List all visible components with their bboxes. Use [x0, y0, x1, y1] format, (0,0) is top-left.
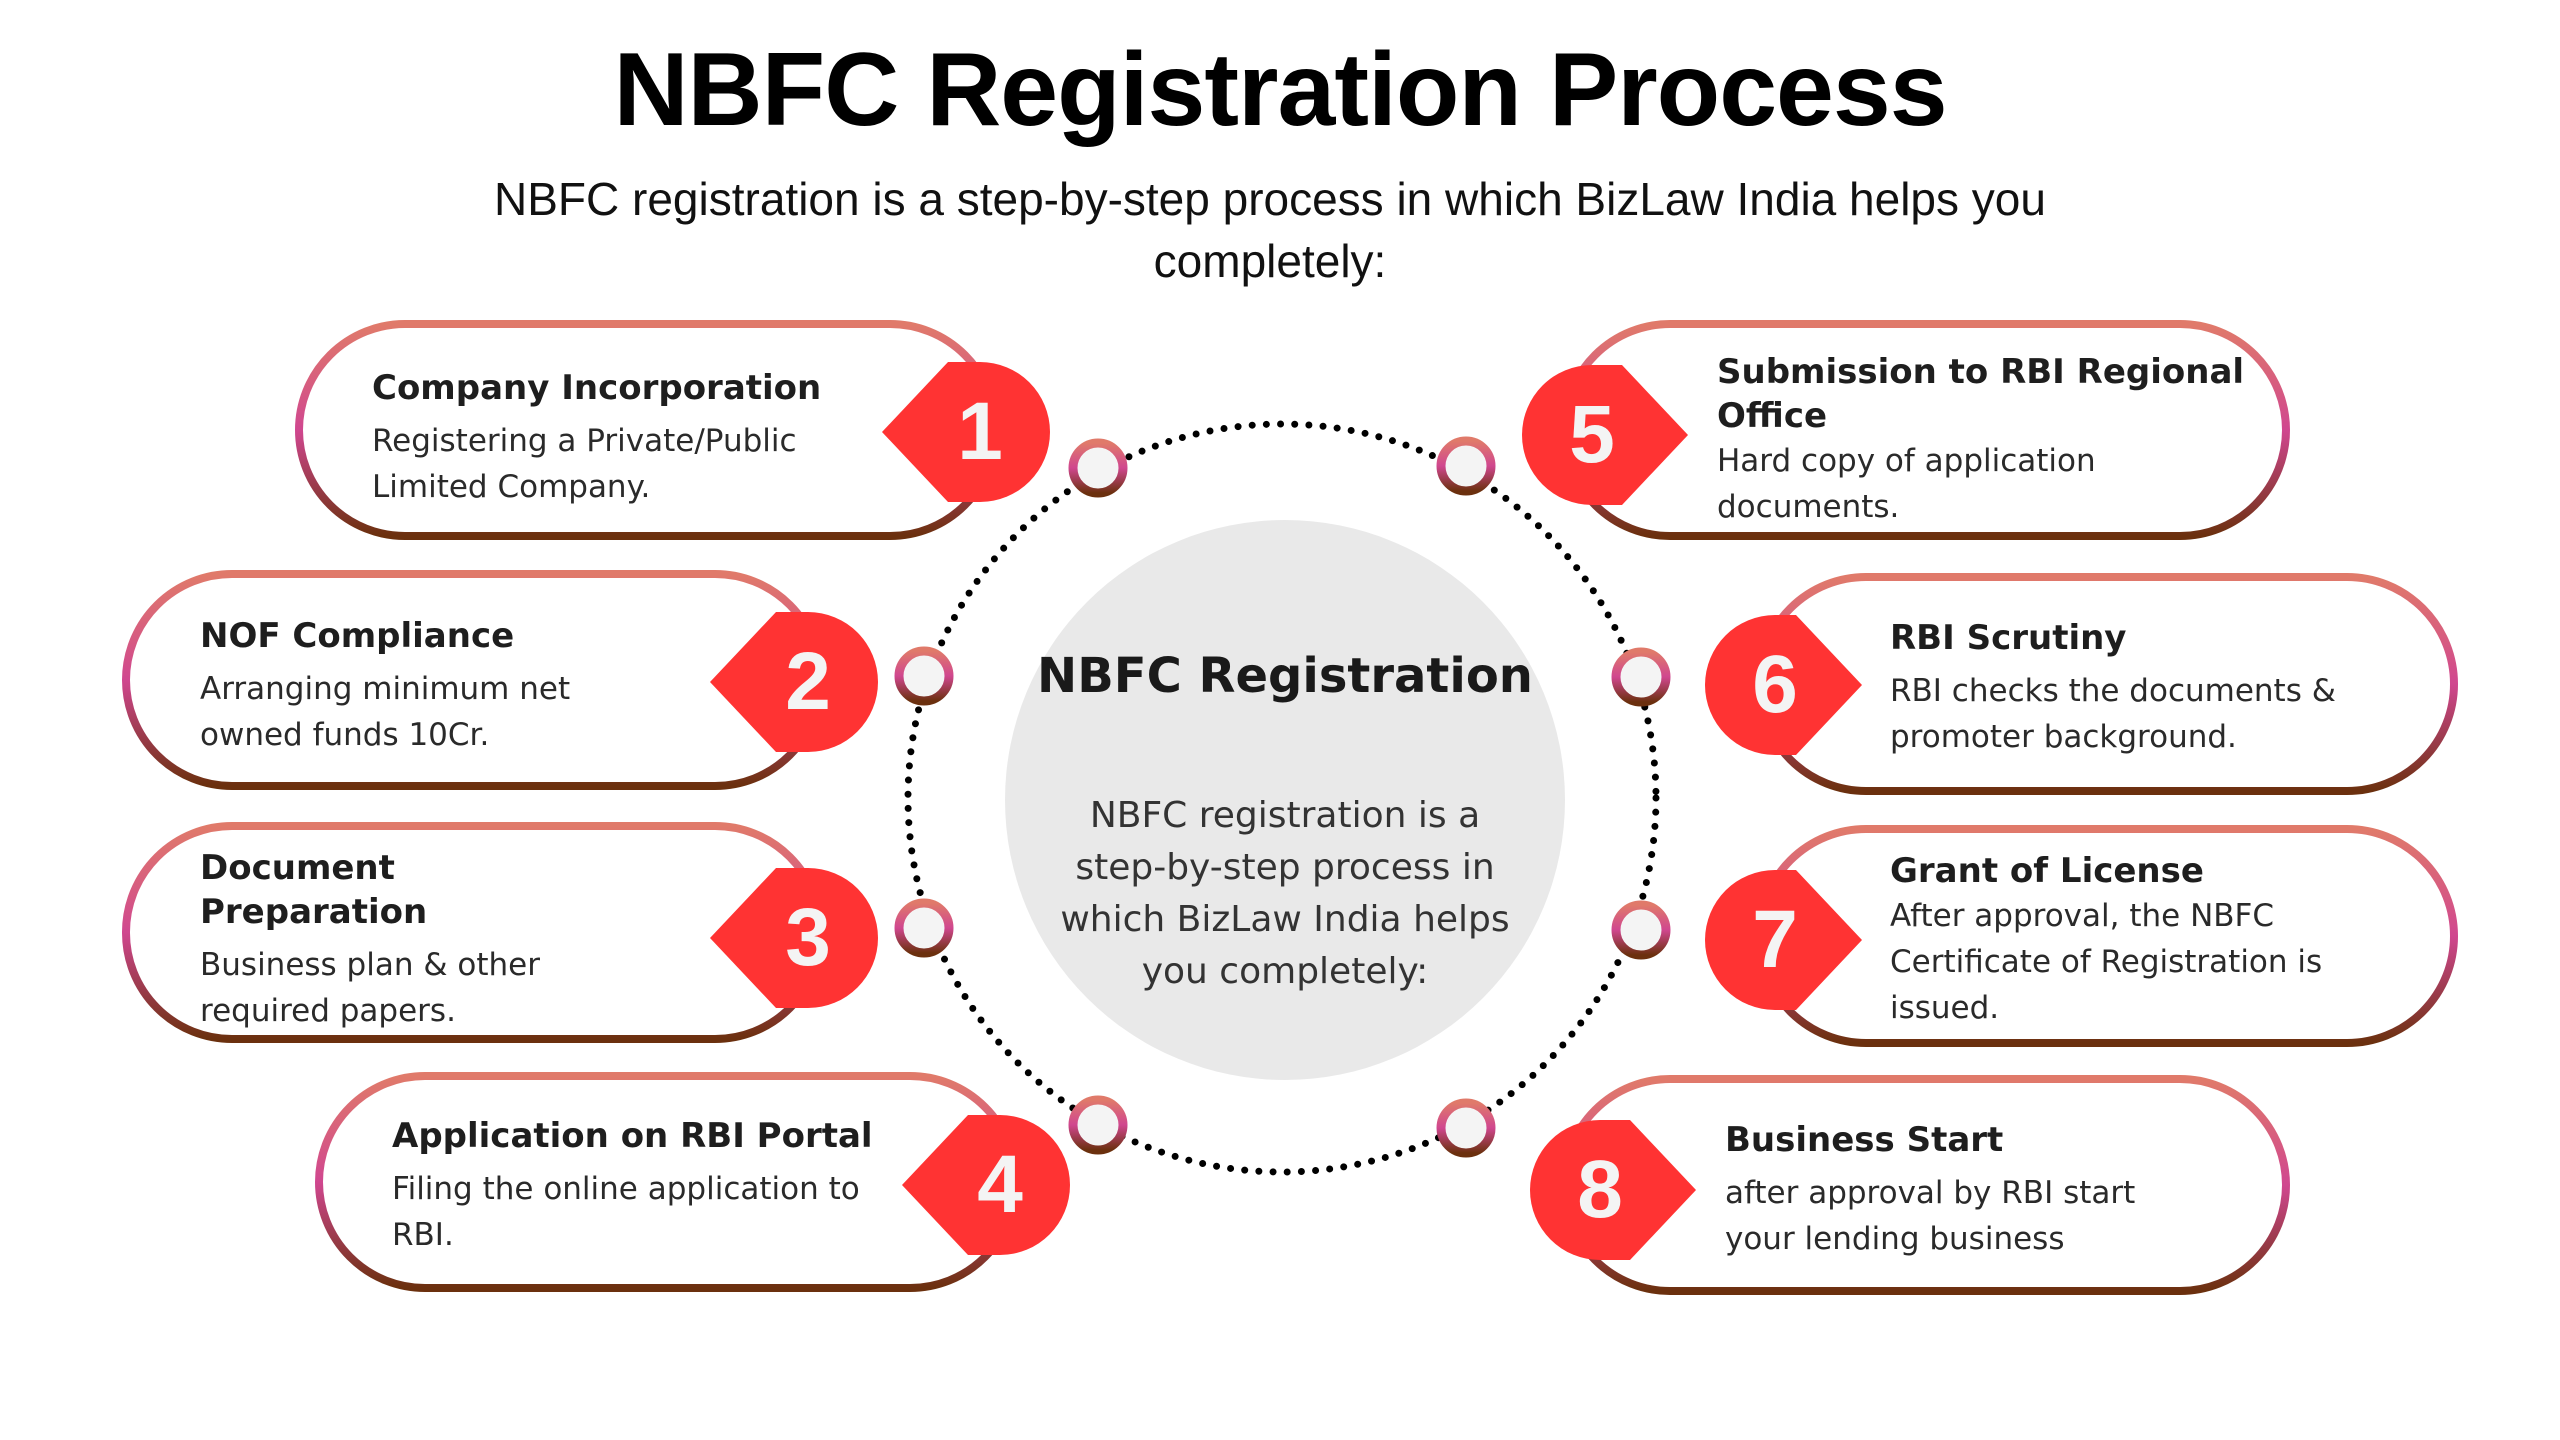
ring-node-2 — [894, 646, 954, 706]
page-title: NBFC Registration Process — [613, 32, 1947, 148]
step-title: RBI Scrutiny — [1890, 618, 2127, 658]
badge-shape-5 — [1522, 365, 1688, 505]
step-card-1: Company Incorporation Registering a Priv… — [372, 328, 862, 548]
step-title: Company Incorporation — [372, 368, 822, 408]
step-title: Grant of License — [1890, 851, 2204, 891]
step-description: Arranging minimum net owned funds 10Cr. — [200, 671, 571, 753]
step-card-8: Business Start after approval by RBI sta… — [1725, 1080, 2205, 1300]
step-card-7: Grant of License After approval, the NBF… — [1890, 830, 2410, 1050]
ring-node-1 — [1068, 438, 1128, 498]
step-number-8: 8 — [1577, 1144, 1623, 1235]
step-description: Filing the online application to RBI. — [392, 1171, 860, 1253]
step-description: after approval by RBI start your lending… — [1725, 1175, 2136, 1257]
step-description: Hard copy of application documents. — [1717, 443, 2096, 525]
step-card-6: RBI Scrutiny RBI checks the documents & … — [1890, 578, 2410, 798]
step-number-3: 3 — [785, 892, 831, 983]
step-number-4: 4 — [977, 1139, 1023, 1230]
badge-shape-7 — [1705, 870, 1862, 1010]
ring-node-8 — [1436, 1098, 1496, 1158]
step-title: Application on RBI Portal — [392, 1116, 873, 1156]
step-description: Business plan & other required papers. — [200, 947, 540, 1029]
step-number-2: 2 — [785, 636, 831, 727]
badge-shape-8 — [1530, 1120, 1696, 1260]
ring-node-5 — [1436, 436, 1496, 496]
ring-node-4 — [1068, 1095, 1128, 1155]
step-card-4: Application on RBI Portal Filing the onl… — [392, 1076, 892, 1296]
step-number-6: 6 — [1752, 639, 1798, 730]
step-number-5: 5 — [1569, 389, 1615, 480]
dotted-ring — [904, 420, 1660, 1176]
step-card-5: Submission to RBI Regional Office Hard c… — [1717, 330, 2257, 550]
badge-shape-1 — [882, 362, 1050, 502]
ring-node-7 — [1611, 900, 1671, 960]
step-title: NOF Compliance — [200, 616, 515, 656]
step-number-7: 7 — [1752, 894, 1798, 985]
badge-shape-2 — [710, 612, 878, 752]
ring-nodes — [894, 436, 1671, 1158]
step-number-1: 1 — [957, 386, 1003, 477]
center-circle — [1005, 520, 1565, 1080]
ring-node-6 — [1611, 647, 1671, 707]
center-title: NBFC Registration — [1037, 648, 1533, 704]
badge-shape-6 — [1705, 615, 1862, 755]
ring-node-3 — [894, 898, 954, 958]
step-title: Document Preparation — [200, 848, 428, 932]
step-description: Registering a Private/Public Limited Com… — [372, 423, 797, 505]
center-description: NBFC registration is a step-by-step proc… — [1060, 795, 1510, 992]
step-description: After approval, the NBFC Certificate of … — [1890, 898, 2323, 1026]
step-title: Business Start — [1725, 1120, 2004, 1160]
step-description: RBI checks the documents & promoter back… — [1890, 673, 2336, 755]
badge-shape-3 — [710, 868, 878, 1008]
page-subtitle: NBFC registration is a step-by-step proc… — [494, 173, 2046, 287]
card-outlines — [122, 320, 2458, 1295]
badge-shape-4 — [902, 1115, 1070, 1255]
step-title: Submission to RBI Regional Office — [1717, 352, 2245, 436]
step-card-3: Document Preparation Business plan & oth… — [200, 830, 630, 1050]
step-badges — [710, 362, 1862, 1260]
step-card-2: NOF Compliance Arranging minimum net own… — [200, 576, 630, 796]
